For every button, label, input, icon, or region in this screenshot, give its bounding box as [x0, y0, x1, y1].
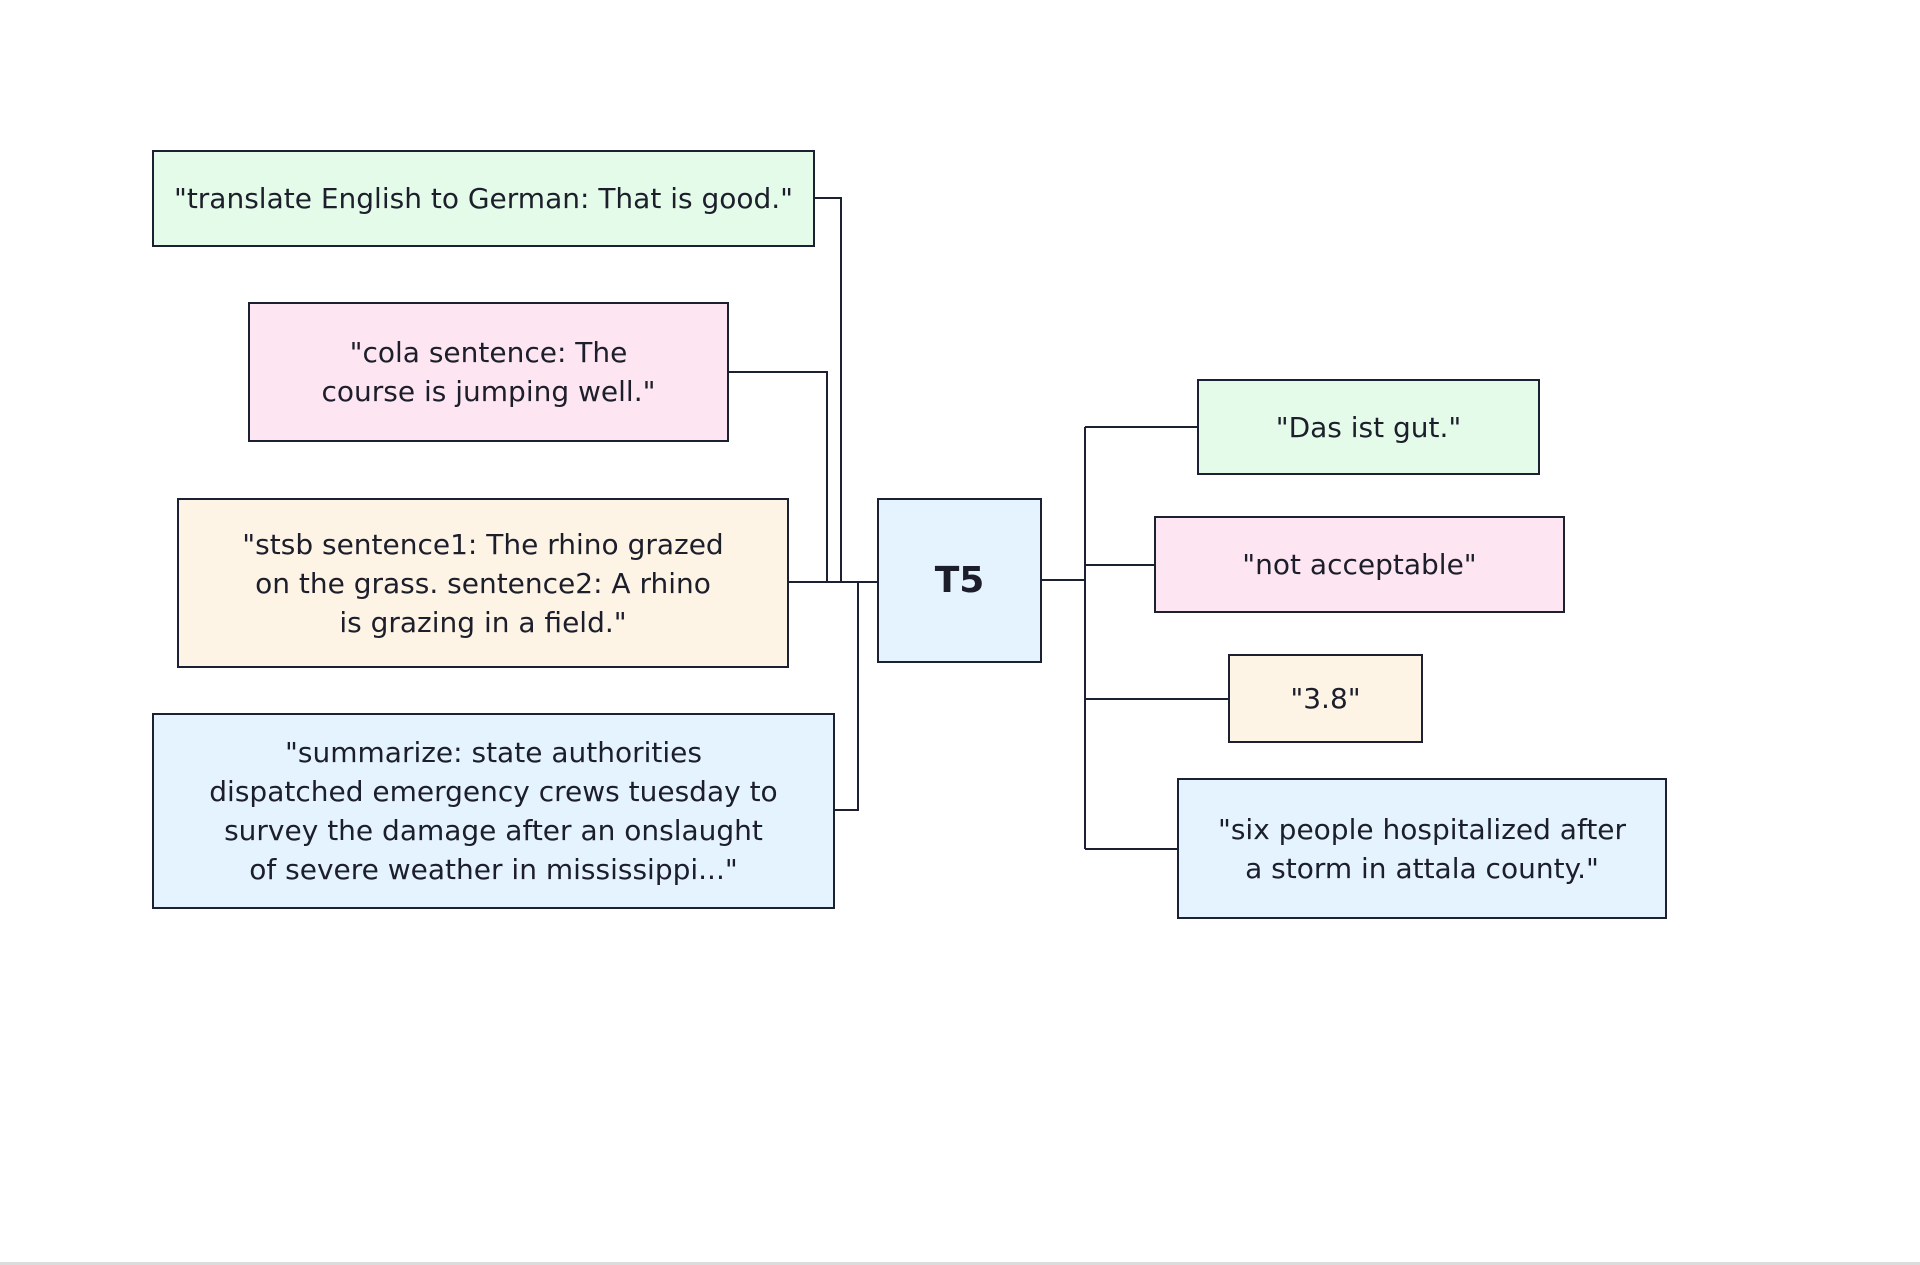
output-summary-text: "six people hospitalized after a storm i… [1217, 812, 1627, 885]
input-cola-text: "cola sentence: The course is jumping we… [321, 336, 656, 408]
output-das-box: "Das ist gut." [1197, 379, 1540, 475]
input-translate-box: "translate English to German: That is go… [152, 150, 815, 247]
output-acceptable-text: "not acceptable" [1242, 548, 1477, 581]
connector-input-summarize [834, 582, 859, 811]
input-stsb-box: "stsb sentence1: The rhino grazed on the… [177, 498, 789, 668]
output-acceptable-box: "not acceptable" [1154, 516, 1565, 613]
input-summarize-box: "summarize: state authorities dispatched… [152, 713, 835, 909]
input-translate-text: "translate English to German: That is go… [173, 182, 794, 215]
bottom-divider [0, 1262, 1920, 1265]
model-label: T5 [934, 560, 985, 601]
output-score-box: "3.8" [1228, 654, 1423, 743]
output-score-text: "3.8" [1290, 682, 1361, 715]
input-summarize-text: "summarize: state authorities dispatched… [209, 736, 778, 886]
output-das-text: "Das ist gut." [1275, 410, 1462, 444]
connector-input-translate [814, 197, 877, 583]
output-summary-box: "six people hospitalized after a storm i… [1177, 778, 1667, 919]
model-box: T5 [877, 498, 1042, 663]
connector-input-cola [728, 371, 828, 582]
input-stsb-text: "stsb sentence1: The rhino grazed on the… [242, 527, 724, 639]
input-cola-box: "cola sentence: The course is jumping we… [248, 302, 729, 442]
